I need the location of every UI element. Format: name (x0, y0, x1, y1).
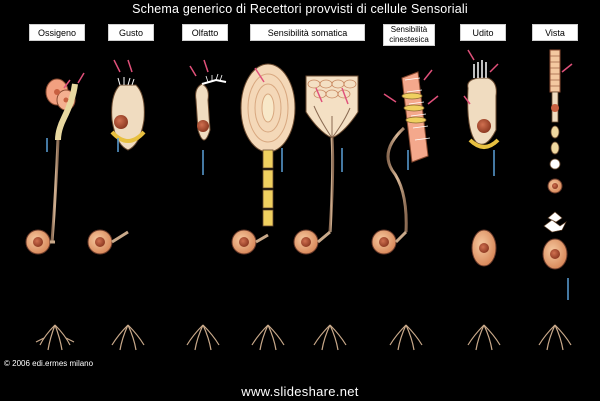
stimulus-arrow (63, 79, 71, 89)
label-sensibilita-cinestesica: Sensibilità cinestesica (383, 24, 435, 46)
taste-bud (111, 84, 145, 151)
slide-title: Schema generico di Recettori provvisti d… (132, 2, 468, 16)
neuron-ossigeno (25, 72, 85, 351)
copyright-text: © 2006 edi.ermes milano (4, 359, 93, 368)
label-gusto: Gusto (108, 24, 154, 41)
neuron-vista (538, 49, 573, 351)
footer-url: www.slideshare.net (241, 384, 359, 399)
hair-cell (467, 77, 497, 145)
copyright-label: 2006 edi.ermes milano (12, 359, 94, 368)
neuron-olfatto (186, 59, 227, 351)
label-udito: Udito (460, 24, 506, 41)
label-olfatto: Olfatto (182, 24, 228, 41)
terminal-branches (35, 324, 75, 351)
copyright-icon: © (4, 359, 10, 368)
glomus-cells (45, 78, 78, 141)
myelin-segments (262, 149, 274, 227)
neuron-sensibilita-somatica-pacini (231, 63, 296, 351)
neuron-sensibilita-cinestesica (371, 69, 439, 351)
label-ossigeno: Ossigeno (29, 24, 85, 41)
label-vista: Vista (532, 24, 578, 41)
neuron-gusto (87, 59, 146, 351)
label-sensibilita-somatica: Sensibilità somatica (250, 24, 365, 41)
neuron-udito (463, 49, 501, 351)
neuron-sensibilita-somatica-skin (293, 75, 359, 351)
